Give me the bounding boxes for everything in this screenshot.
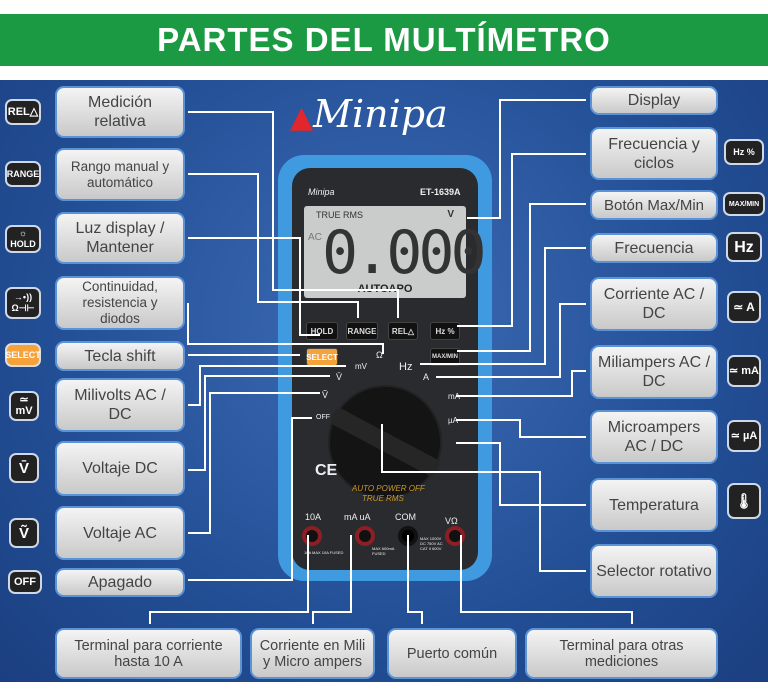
hz-percent-icon: Hz % <box>724 139 764 165</box>
label-puerto-comun: Puerto común <box>387 628 517 679</box>
max-spec-text: MAX 1000V DC 750V AC CAT II 600V <box>420 536 443 551</box>
thermometer-icon: 🌡 <box>727 483 761 519</box>
lcd-display: TRUE RMS V AC 0.000 AUTOAPO <box>304 206 487 298</box>
select-icon: SELECT <box>5 343 41 367</box>
label-milivolts: Milivolts AC / DC <box>55 378 185 432</box>
terminal-v-label: VΩ <box>445 516 458 526</box>
label-selector-rotativo: Selector rotativo <box>590 544 718 598</box>
terminal-com-label: COM <box>395 512 416 522</box>
off-icon: OFF <box>8 570 42 594</box>
label-corriente: Corriente AC / DC <box>590 277 718 331</box>
continuity-icon: →•)) Ω⊣⊢ <box>5 287 41 319</box>
label-apagado: Apagado <box>55 568 185 597</box>
rotary-selector[interactable] <box>328 387 442 497</box>
label-display: Display <box>590 86 718 115</box>
dc-voltage-icon: V̄ <box>9 453 39 483</box>
ce-mark: CE <box>315 462 338 479</box>
label-terminal-10a: Terminal para corriente hasta 10 A <box>55 628 242 679</box>
label-medicion-relativa: Medición relativa <box>55 86 185 138</box>
label-tecla-shift: Tecla shift <box>55 341 185 371</box>
lcd-value: 0.000 <box>322 218 487 288</box>
dial-vac-label: Ṽ <box>322 390 329 400</box>
label-luz-display: Luz display / Mantener <box>55 212 185 264</box>
dial-hz-label: Hz <box>399 361 413 373</box>
fuse-ma-text: MAX 600mA FUSED <box>372 546 395 556</box>
ac-voltage-icon: Ṽ <box>9 518 39 548</box>
rel-button[interactable]: REL△ <box>388 322 418 340</box>
meter-model: ET-1639A <box>420 187 461 197</box>
label-microampers: Microampers AC / DC <box>590 410 718 464</box>
lcd-ac: AC <box>308 232 322 243</box>
label-rango: Rango manual y automático <box>55 148 185 201</box>
label-continuidad: Continuidad, resistencia y diodos <box>55 276 185 330</box>
rel-icon: REL△ <box>5 99 41 125</box>
range-icon: RANGE <box>5 161 41 187</box>
dial-off-label: OFF <box>316 414 330 421</box>
maxmin-icon: MAX/MIN <box>723 192 765 216</box>
brand-logo: ▲Minipa <box>290 92 448 136</box>
dial-ma-label: mA <box>448 392 460 401</box>
lcd-true-rms: TRUE RMS <box>316 210 363 220</box>
hz-button[interactable]: Hz % <box>430 322 460 340</box>
lcd-unit: V <box>447 209 454 220</box>
label-terminal-otras: Terminal para otras mediciones <box>525 628 718 679</box>
fuse-10a-text: 10A MAX 10A FUSED <box>304 550 344 555</box>
jack-maua[interactable] <box>355 526 375 546</box>
microampere-icon: ≃ µA <box>727 420 761 452</box>
label-miliampers: Miliampers AC / DC <box>590 345 718 399</box>
terminal-10a-label: 10A <box>305 512 322 522</box>
range-button[interactable]: RANGE <box>346 322 378 340</box>
label-voltaje-ac: Voltaje AC <box>55 506 185 560</box>
meter-brand: Minipa <box>308 187 335 197</box>
page-title: PARTES DEL MULTÍMETRO <box>0 14 768 66</box>
milliampere-icon: ≃ mA <box>727 355 761 387</box>
terminal-maua-label: mA uA <box>344 512 371 522</box>
auto-power-off-text: AUTO POWER OFF <box>352 484 425 493</box>
label-terminal-ma: Corriente en Mili y Micro ampers <box>250 628 375 679</box>
dial-ua-label: µA <box>448 416 458 425</box>
maxmin-button[interactable]: MAX/MIN <box>430 348 460 366</box>
label-frecuencia-ciclos: Frecuencia y ciclos <box>590 127 718 180</box>
dial-vdc-label: V̄ <box>336 372 343 382</box>
dial-a-label: A <box>423 372 430 382</box>
label-max-min: Botón Max/Min <box>590 190 718 220</box>
true-rms-text: TRUE RMS <box>362 494 404 503</box>
hz-icon: Hz <box>726 232 762 262</box>
label-temperatura: Temperatura <box>590 478 718 532</box>
label-frecuencia: Frecuencia <box>590 233 718 263</box>
hold-icon: ☼ HOLD <box>5 225 41 253</box>
ampere-icon: ≃ A <box>727 291 761 323</box>
dial-mv-label: mV <box>355 362 367 371</box>
millivolt-icon: ≃ mV <box>9 391 39 421</box>
dial-ohm-label: Ω <box>376 350 383 360</box>
label-voltaje-dc: Voltaje DC <box>55 441 185 496</box>
